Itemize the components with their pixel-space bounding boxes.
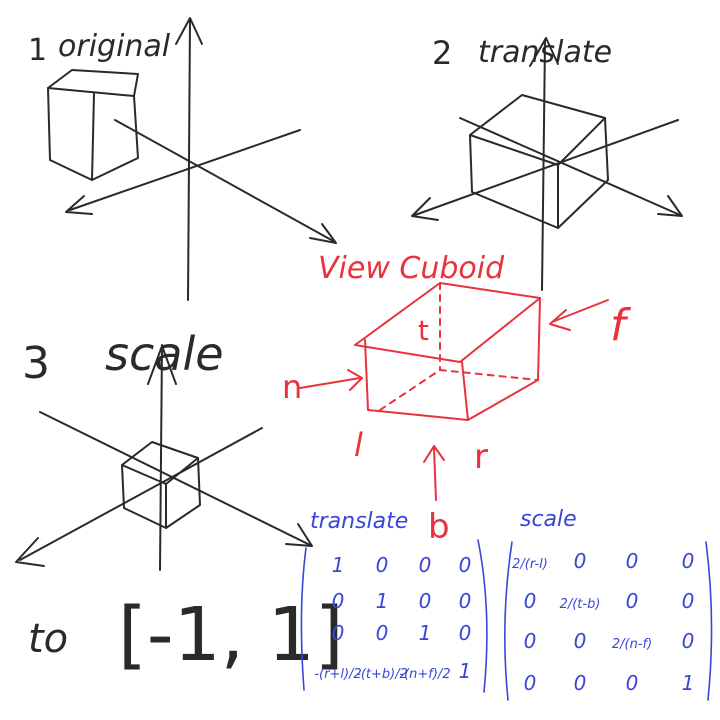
scale-cell-0-1: 0 [574,549,587,573]
translate-matrix-title: translate [310,509,408,534]
translate-matrix: translate 1 0 0 0 0 1 0 0 0 0 1 0 -(r+l)/2-(t+b)/2-(… [300,509,488,693]
scale-cell-3-0: 0 [524,671,537,695]
translate-cell-1-1: 1 [376,589,389,613]
label-l: l [354,426,363,464]
scale-cell-3-2: 0 [626,671,639,695]
cube-top [47,69,139,97]
cuboid-side-face [467,297,541,421]
scale-cell-2-3: 0 [682,629,695,653]
translate-cell-3-0: -(r+l)/2 [314,667,361,682]
left-bracket [504,541,513,701]
translate-cell-2-2: 1 [419,621,432,645]
translate-matrix-cells: 1 0 0 0 0 1 0 0 0 0 1 0 -(r+l)/2-(t+b)/2-(n+f)/2 1 [314,553,471,683]
cuboid-front-face [364,339,469,421]
cuboid-side [557,117,609,229]
x-axis [19,427,263,561]
step2-number: 2 [432,34,452,72]
scale-cell-2-1: 0 [574,629,587,653]
step1-number: 1 [28,33,47,68]
step1-label: original [58,29,171,64]
translate-diagram: 2 translate [411,34,683,291]
scale-cell-0-3: 0 [682,549,695,573]
cuboid-top-face [354,282,541,363]
translate-cell-1-0: 0 [332,589,345,613]
z-arrow [309,223,337,244]
scale-cell-1-3: 0 [682,589,695,613]
right-bracket [477,539,488,693]
label-r: r [474,437,488,477]
scale-cell-2-2: 2/(n-f) [612,637,652,652]
scale-matrix: scale 2/(r-l) 0 0 0 0 2/(t-b) 0 0 0 0 2/(n-f) 0 0 0 0 1 [504,507,713,701]
y-arrow [147,345,177,385]
left-bracket [300,547,307,691]
translate-cell-2-1: 0 [376,621,389,645]
scale-cell-2-0: 0 [524,629,537,653]
scale-cell-1-0: 0 [524,589,537,613]
right-bracket [705,541,713,701]
label-n: n [282,368,302,406]
scale-matrix-cells: 2/(r-l) 0 0 0 0 2/(t-b) 0 0 0 0 2/(n-f) 0 0 0 0 1 [512,549,694,695]
f-arrowhead [549,309,571,331]
step3-number: 3 [22,338,50,389]
translate-cell-0-3: 0 [459,553,472,577]
z-axis [39,411,311,546]
translate-cell-0-2: 0 [419,553,432,577]
scale-cell-3-3: 1 [682,671,695,695]
y-arrow [175,17,203,45]
f-arrow [551,299,609,323]
label-f: f [610,300,632,351]
z-axis [114,119,336,243]
view-cuboid: View Cuboid t n f l r b [282,251,632,547]
translate-cell-0-1: 0 [376,553,389,577]
y-axis [541,39,546,291]
label-t: t [418,314,429,347]
b-arrow [433,447,437,501]
cube-front [47,87,95,181]
x-arrow [65,195,93,215]
z-axis [459,117,681,216]
x-arrow [15,537,45,567]
cube-side [91,95,139,181]
x-axis [69,129,301,211]
cuboid-front [469,134,559,229]
n-arrowhead [347,369,363,391]
translate-cell-0-0: 1 [332,553,345,577]
z-arrow [285,523,313,547]
x-arrow [411,197,439,221]
scale-cell-1-2: 0 [626,589,639,613]
translate-cell-2-0: 0 [332,621,345,645]
translate-cell-1-3: 0 [459,589,472,613]
scale-cell-1-1: 2/(t-b) [560,597,601,612]
b-arrowhead [423,445,445,463]
cuboid-hidden-base [379,369,539,411]
range-label: [-1, 1] [118,592,344,678]
view-cuboid-title: View Cuboid [318,251,505,286]
n-arrow [299,377,361,389]
scale-diagram: 3 scale to [-1, 1] [15,327,344,678]
translate-cell-3-2: -(n+f)/2 [399,667,450,682]
original-diagram: 1 original [28,17,337,301]
translate-cell-1-2: 0 [419,589,432,613]
scale-cell-0-0: 2/(r-l) [512,557,548,572]
scale-cell-3-1: 0 [574,671,587,695]
label-b: b [428,507,450,547]
scale-matrix-title: scale [520,507,577,532]
to-label: to [28,616,68,662]
x-axis [414,119,679,216]
z-arrow [657,195,683,217]
unit-cube-front [121,464,167,529]
unit-cube-side [165,457,201,529]
y-arrow [529,37,559,67]
translate-cell-3-3: 1 [459,659,472,683]
scale-cell-0-2: 0 [626,549,639,573]
translate-cell-3-1: -(t+b)/2 [356,667,408,682]
translate-cell-2-3: 0 [459,621,472,645]
y-axis [159,344,163,571]
